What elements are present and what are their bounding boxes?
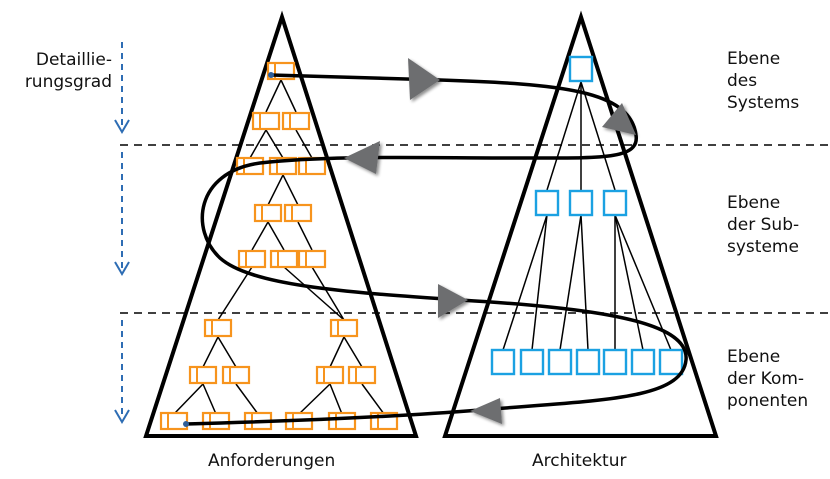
flow-arrowhead-down-right [602,103,636,135]
requirement-box [188,365,218,385]
architecture-box [519,348,545,376]
caption-architecture: Architektur [532,451,627,471]
level-label-system: Ebene des Systems [727,48,799,114]
flow-end-dot [183,421,189,427]
level-label-line: Ebene [727,49,781,69]
requirement-box [221,365,251,385]
requirements-triangle [143,10,419,438]
requirement-box [237,249,267,269]
requirement-box [253,203,283,223]
level-label-components: Ebene der Kom- ponenten [727,346,808,412]
requirement-box [159,411,189,431]
architecture-box [602,348,628,376]
architecture-tree-edges [502,81,672,351]
architecture-box [490,348,516,376]
requirement-box [315,365,345,385]
requirement-box [269,249,299,269]
requirement-boxes [159,61,399,431]
detail-axis-label-line1: Detaillie- [35,50,112,70]
detail-axis-arrows [114,42,130,424]
level-label-line: systeme [727,237,799,257]
flow-arrowhead-left-1 [344,141,380,174]
level-label-line: Ebene [727,347,781,367]
caption-requirements: Anforderungen [208,451,336,471]
level-label-line: Ebene [727,193,781,213]
requirement-box [329,318,359,338]
level-label-line: der Kom- [727,369,805,389]
requirement-box [251,111,281,131]
flow-start-dot [268,72,274,78]
level-label-subsystems: Ebene der Sub- systeme [727,192,799,258]
requirement-box [347,365,377,385]
architecture-box [534,189,560,217]
requirement-tree-edges [173,79,385,415]
architecture-box [630,348,656,376]
level-label-line: des [727,71,758,91]
architecture-box [658,348,684,376]
requirement-box [283,203,313,223]
detail-axis-label-line2: rungsgrad [24,72,112,92]
level-label-line: Systems [727,93,800,113]
architecture-box [547,348,573,376]
level-label-line: ponenten [727,391,809,411]
flow-arrowhead-right-1 [408,58,440,100]
architecture-box [568,55,594,83]
requirement-box [203,318,233,338]
level-label-line: der Sub- [727,215,800,235]
requirement-box [297,249,327,269]
flow-path [184,73,688,426]
flow-arrowhead-left-2 [470,398,502,424]
flow-arrowhead-right-2 [438,284,468,318]
requirement-box [201,411,231,431]
architecture-box [575,348,601,376]
requirement-box [327,411,357,431]
architecture-box [602,189,628,217]
requirement-box [281,111,311,131]
architecture-box [568,189,594,217]
detail-axis-label: Detaillie- rungsgrad [8,49,112,93]
architecture-triangle [442,10,719,438]
architecture-boxes [490,55,684,376]
